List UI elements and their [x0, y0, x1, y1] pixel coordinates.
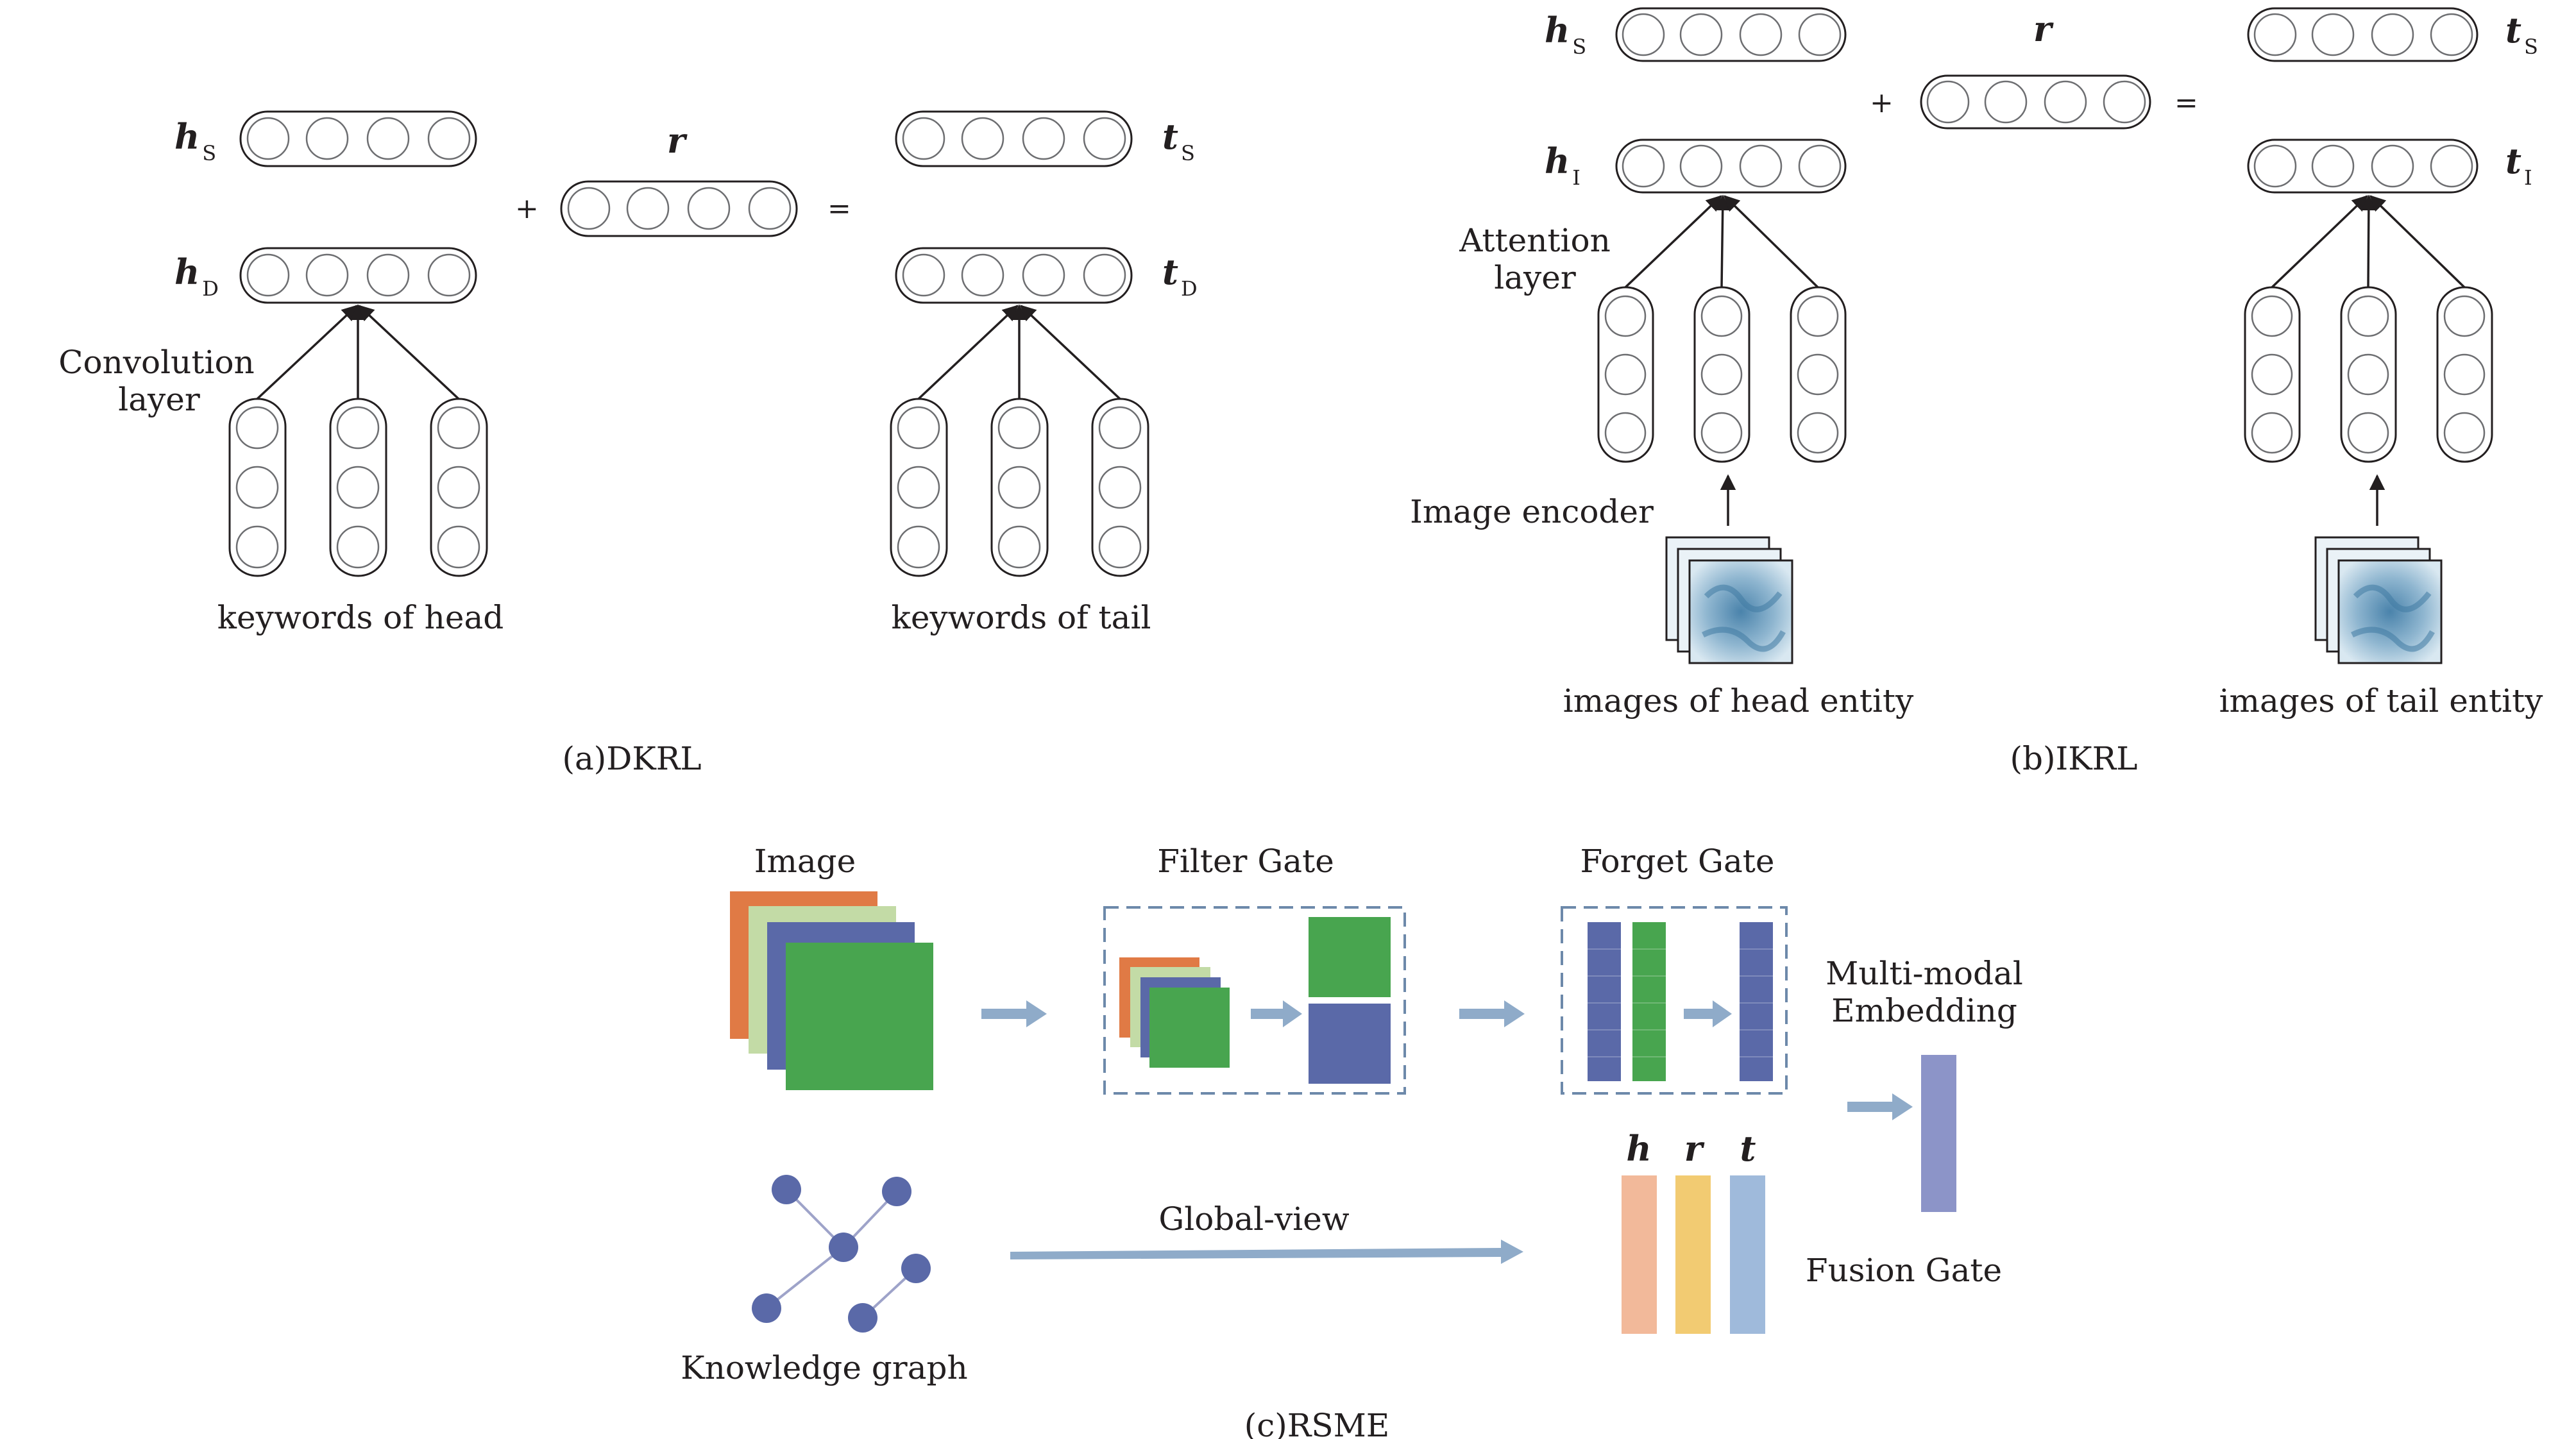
arrow-filter-inner [1251, 1000, 1302, 1027]
arrow-to-embedding [1847, 1093, 1913, 1120]
caption-ikrl: (b)IKRL [2010, 740, 2138, 777]
vector-t-d [895, 247, 1133, 304]
equals-sign: = [827, 192, 851, 225]
fusion-t-label: t [1740, 1128, 1756, 1169]
knowledge-graph-label: Knowledge graph [681, 1349, 967, 1386]
head-attention-edges [1624, 194, 1819, 289]
head-conv-edges [256, 304, 460, 400]
global-view-label: Global-view [1158, 1200, 1350, 1238]
caption-dkrl: (a)DKRL [562, 740, 701, 777]
multimodal-embedding-bar [1921, 1055, 1956, 1212]
fusion-h-label: h [1626, 1128, 1651, 1169]
forget-gate-label: Forget Gate [1580, 843, 1775, 880]
conv-layer-line1: Convolution [58, 344, 255, 381]
equals-sign-ikrl: = [2174, 87, 2198, 119]
forget-bar-green [1632, 922, 1666, 1081]
filter-output-blue [1309, 1004, 1391, 1084]
multimodal-embedding-line1: Multi-modal [1826, 955, 2023, 992]
filter-gate-input-stack [1119, 957, 1230, 1068]
images-of-head-entity: images of head entity [1563, 682, 1914, 720]
caption-rsme: (c)RSME [1244, 1407, 1390, 1439]
images-of-tail-entity: images of tail entity [2219, 682, 2544, 720]
attention-layer-line1: Attention [1459, 222, 1611, 259]
label-r-ikrl: r [2033, 8, 2054, 49]
label-r: r [667, 120, 688, 161]
forget-gate-box [1561, 906, 1788, 1095]
tail-conv-edges [917, 304, 1121, 400]
fusion-r-bar [1675, 1175, 1711, 1334]
head-attention-columns [1597, 286, 1847, 463]
vector-t-i [2247, 139, 2479, 194]
image-encoder-label: Image encoder [1410, 493, 1654, 530]
vector-h-i [1615, 139, 1847, 194]
arrow-image-to-filter [981, 1000, 1047, 1027]
tail-image-stack [2314, 536, 2443, 664]
conv-layer-line2: layer [118, 381, 200, 418]
forget-bar-blue-1 [1588, 922, 1621, 1081]
forget-bar-blue-2 [1740, 922, 1773, 1081]
keywords-of-head: keywords of head [217, 599, 504, 636]
tail-attention-edges [2271, 194, 2466, 289]
filter-output-green [1309, 917, 1391, 997]
arrow-forget-inner [1684, 1000, 1732, 1027]
multimodal-embedding-line2: Embedding [1831, 992, 2017, 1029]
tail-keyword-columns [890, 398, 1149, 577]
vector-t-s [895, 110, 1133, 167]
fusion-t-bar [1730, 1175, 1765, 1334]
head-keyword-columns [228, 398, 488, 577]
filter-gate-label: Filter Gate [1157, 843, 1334, 880]
vector-t-s-ikrl [2247, 7, 2479, 62]
arrow-filter-to-forget [1459, 1000, 1525, 1027]
plus-sign: + [515, 192, 539, 225]
forget-bar-gridlines [1588, 948, 1773, 1057]
panel-rsme: Image Filter Gate Forget Gate [681, 843, 2023, 1439]
filter-gate-box [1103, 906, 1406, 1095]
image-label: Image [754, 843, 856, 880]
vector-r [560, 180, 798, 237]
keywords-of-tail: keywords of tail [892, 599, 1151, 636]
fusion-r-label: r [1684, 1128, 1705, 1169]
fusion-h-bar [1622, 1175, 1657, 1334]
tail-attention-columns [2244, 286, 2493, 463]
arrow-global-view [1010, 1240, 1523, 1264]
plus-sign-ikrl: + [1870, 87, 1894, 119]
attention-layer-line2: layer [1494, 259, 1576, 296]
vector-h-d [239, 247, 477, 304]
vector-h-s [239, 110, 477, 167]
head-image-stack [1665, 536, 1793, 664]
vector-h-s-ikrl [1615, 7, 1847, 62]
fusion-gate-label: Fusion Gate [1806, 1252, 2002, 1289]
knowledge-graph-icon [752, 1175, 931, 1333]
vector-r-ikrl [1920, 74, 2151, 130]
image-feature-stack [730, 891, 933, 1090]
